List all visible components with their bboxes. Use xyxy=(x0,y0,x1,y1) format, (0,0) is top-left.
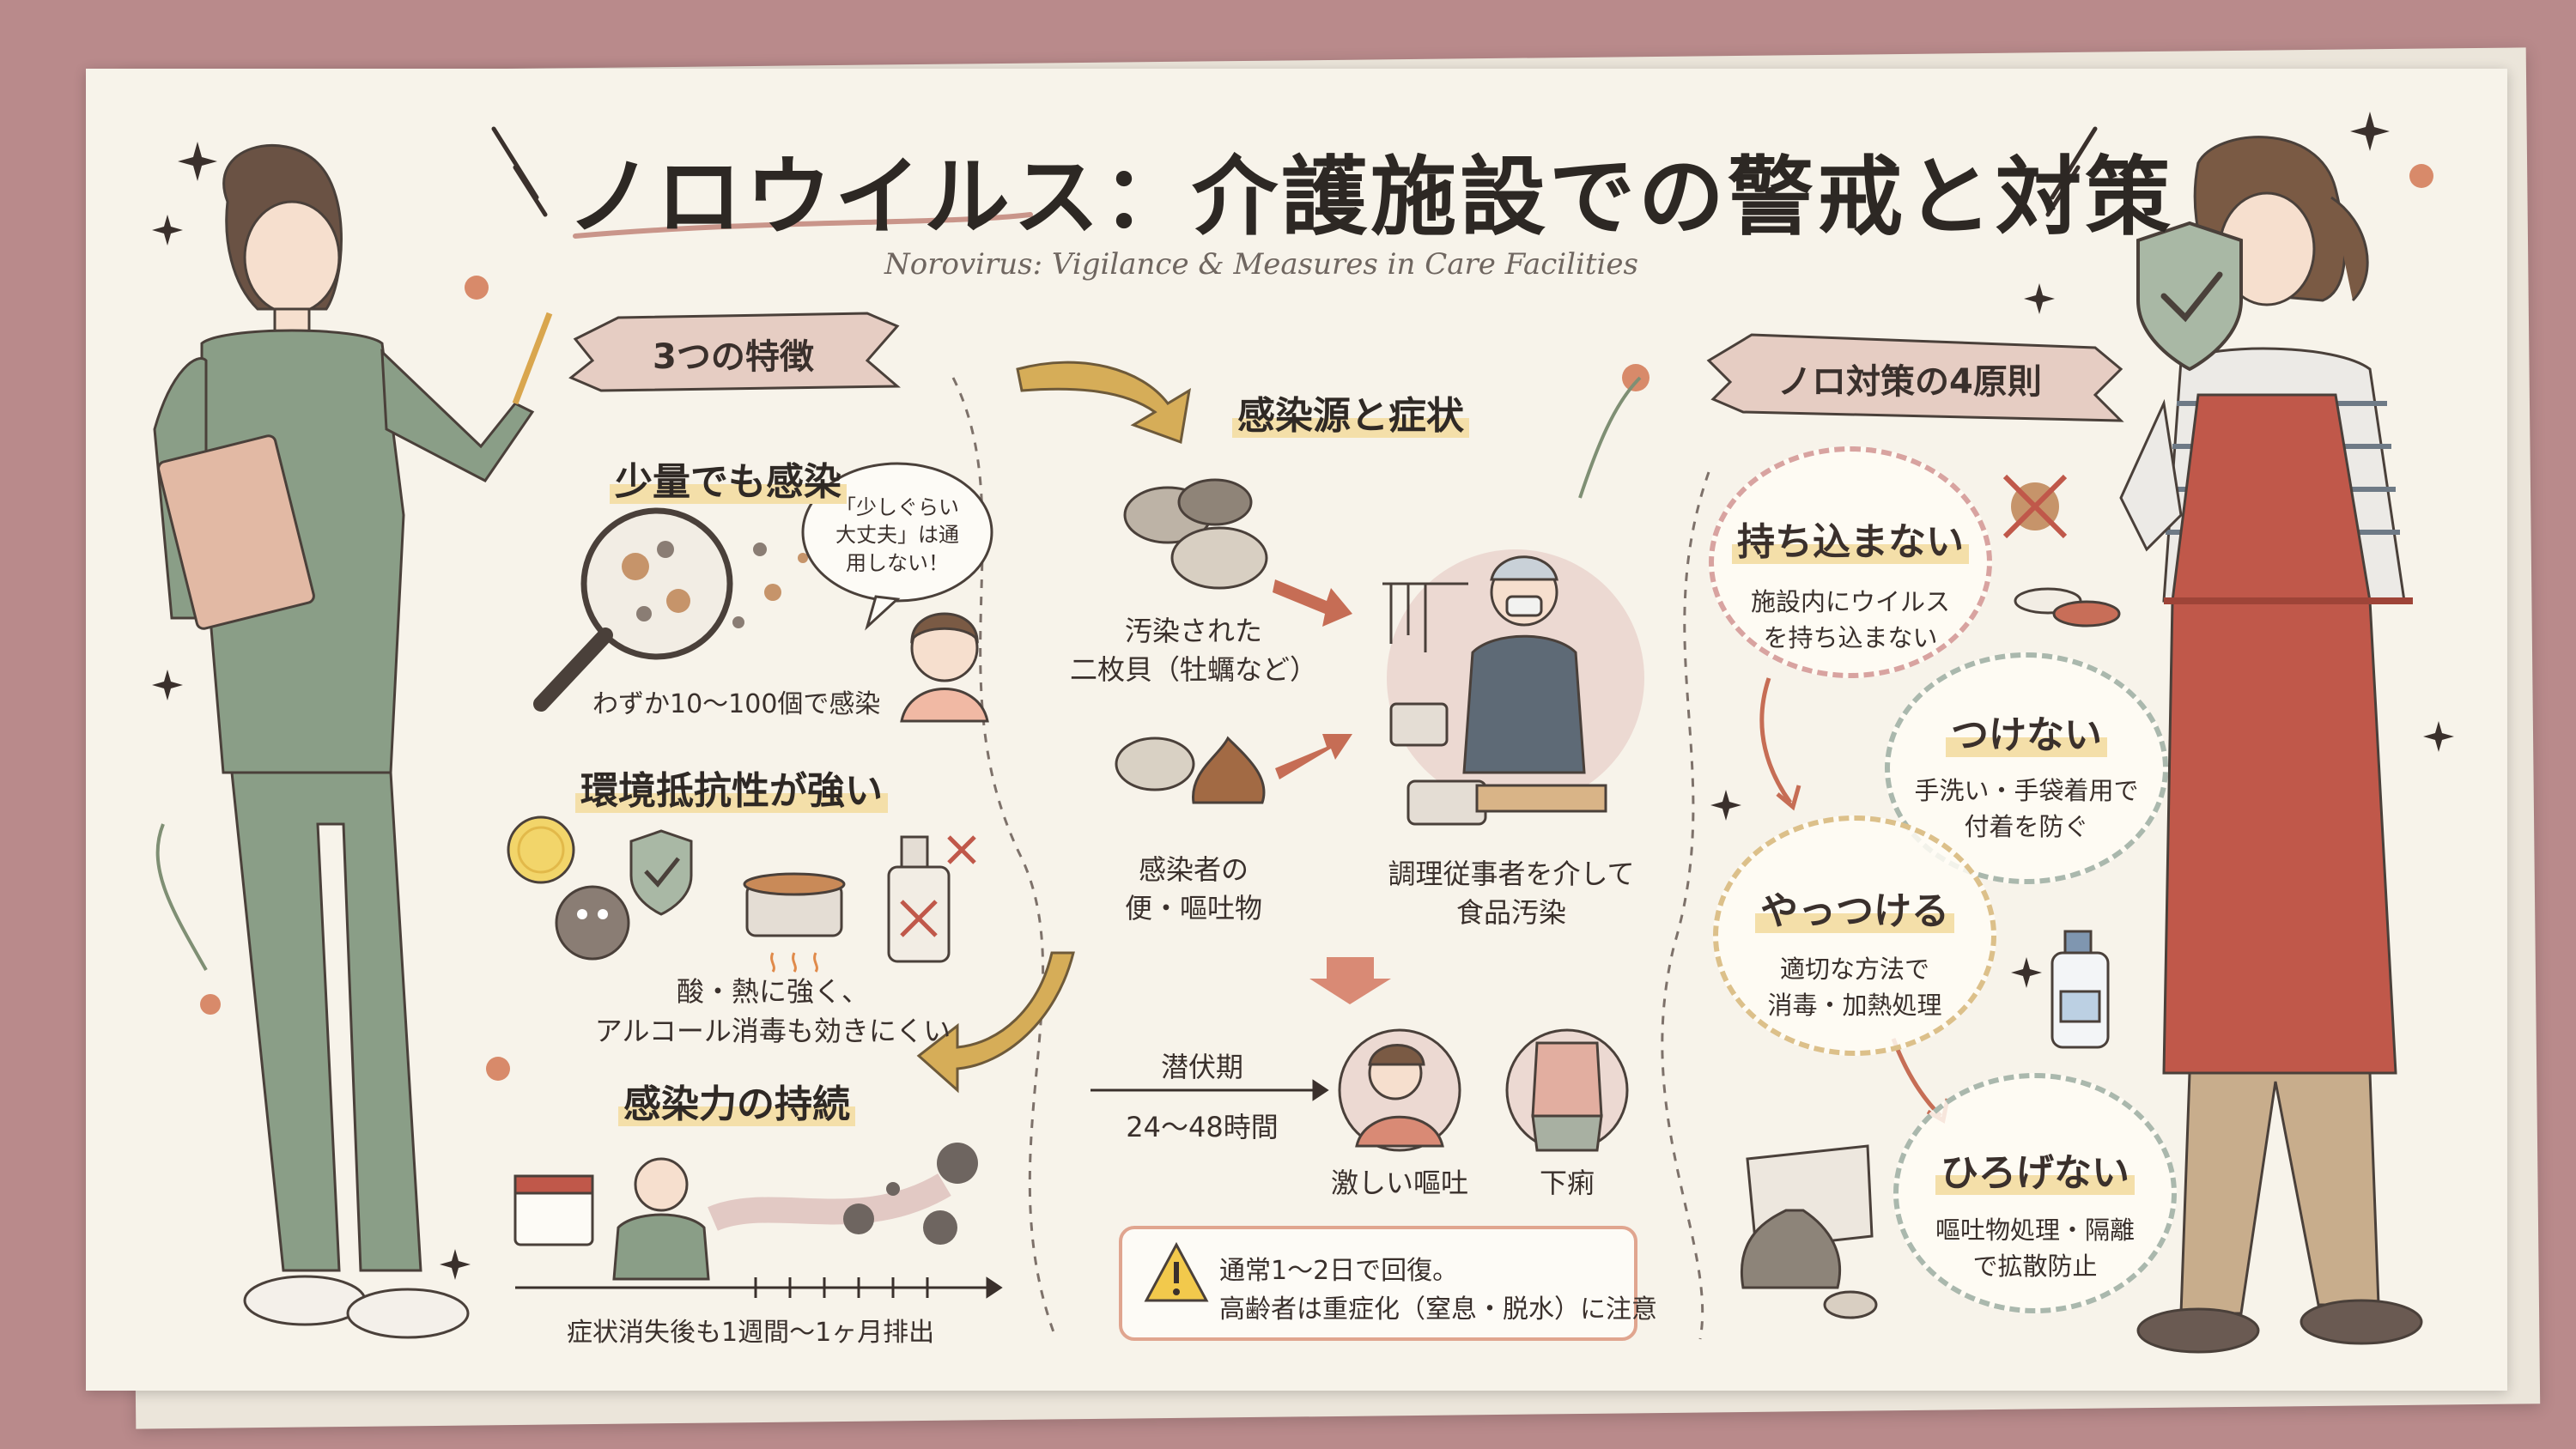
calendar-icon xyxy=(513,1174,594,1246)
incubation-label: 潜伏期 xyxy=(1160,1051,1243,1083)
source-arrows xyxy=(1273,579,1391,1004)
incubation-value: 24〜48時間 xyxy=(1126,1111,1279,1143)
principle-2-title: つけない xyxy=(1885,704,2168,759)
incubation-arrow xyxy=(1091,1079,1329,1101)
vomiting-person-icon xyxy=(1338,1028,1461,1152)
features-banner-shape xyxy=(568,312,901,392)
speech-bubble xyxy=(801,462,993,631)
trash-bag-icon xyxy=(1741,1144,1878,1319)
feces-icon xyxy=(1115,736,1266,804)
principles-banner: ノロ対策の4原則 xyxy=(1777,362,2042,402)
caregiver-illustration xyxy=(2119,136,2423,1354)
symptom-vomiting: 激しい嘔吐 xyxy=(1331,1167,1469,1199)
feces-caption-line2: 便・嘔吐物 xyxy=(1124,892,1262,925)
principle-3-circle xyxy=(1713,815,1996,1056)
feature-1-title: 少量でも感染 xyxy=(610,451,847,506)
oyster-caption-line1: 汚染された xyxy=(1124,615,1262,647)
spread-virus-icons xyxy=(843,1143,978,1245)
timeline-axis xyxy=(515,1276,1003,1299)
flow-arrows xyxy=(916,361,1192,1094)
sources-title: 感染源と症状 xyxy=(1232,385,1469,440)
cook-caption-line2: 食品汚染 xyxy=(1455,896,1566,929)
feature-3-caption: 症状消失後も1週間〜1ヶ月排出 xyxy=(567,1318,935,1348)
principle-4-line1: 嘔吐物処理・隔離 xyxy=(1935,1216,2135,1245)
shield-check-icon-large xyxy=(2136,221,2243,372)
oyster-icon xyxy=(1123,478,1268,590)
bleach-bottle-icon xyxy=(2050,930,2110,1049)
flower-icons xyxy=(200,164,2433,1081)
symptom-diarrhea: 下痢 xyxy=(1539,1167,1595,1199)
shoes-icon xyxy=(2014,587,2121,627)
principle-1-line2: を持ち込まない xyxy=(1763,623,1938,652)
virus-icon xyxy=(555,885,630,961)
leaf-decoration xyxy=(155,376,1642,971)
feature-2-caption-line2: アルコール消毒も効きにくい xyxy=(594,1015,951,1047)
page-subtitle: Norovirus: Vigilance & Measures in Care … xyxy=(884,247,1638,282)
principle-2-line1: 手洗い・手袋着用で xyxy=(1914,776,2139,805)
features-banner: 3つの特徴 xyxy=(653,337,814,377)
nurse-illustration xyxy=(153,143,553,1339)
page-title: ノロウイルス：介護施設での警戒と対策 xyxy=(567,147,2174,247)
shield-check-icon xyxy=(629,829,693,916)
no-virus-icon xyxy=(2002,474,2068,539)
diarrhea-person-icon xyxy=(1505,1028,1629,1152)
principle-4-title: ひろげない xyxy=(1893,1142,2177,1197)
principle-3-line2: 消毒・加熱処理 xyxy=(1767,991,1942,1020)
principle-3-line1: 適切な方法で xyxy=(1779,955,1929,984)
cook-illustration xyxy=(1382,549,1644,826)
feces-caption-line1: 感染者の xyxy=(1138,853,1249,886)
worried-person-icon xyxy=(900,612,989,723)
feature-1-caption: わずか10〜100個で感染 xyxy=(592,689,881,719)
warning-icon xyxy=(1144,1241,1209,1302)
pot-icon xyxy=(743,872,846,973)
oyster-caption-line2: 二枚貝（牡蠣など） xyxy=(1069,653,1317,686)
spread-trail xyxy=(708,1173,951,1232)
speech-bubble-text: 「少しぐらい大丈夫」は通用しない！ xyxy=(835,495,959,575)
warning-line1: 通常1〜2日で回復。 xyxy=(1219,1256,1459,1286)
feature-2-caption-line1: 酸・熱に強く、 xyxy=(676,975,869,1008)
title-decoration xyxy=(491,126,2098,239)
principles-banner-shape xyxy=(1706,333,2124,422)
staff-person-icon xyxy=(612,1157,710,1281)
lemon-icon xyxy=(507,815,575,884)
principle-4-line2: で拡散防止 xyxy=(1972,1252,2098,1281)
principle-1-title: 持ち込まない xyxy=(1709,511,1992,566)
principle-2-line2: 付着を防ぐ xyxy=(1964,812,2089,841)
cook-caption-line1: 調理従事者を介して xyxy=(1388,858,1635,890)
feature-2-title: 環境抵抗性が強い xyxy=(575,760,888,815)
spray-bottle-icon xyxy=(887,835,976,963)
principle-1-line1: 施設内にウイルス xyxy=(1750,587,1950,616)
principle-3-title: やっつける xyxy=(1713,880,1996,935)
feature-3-title: 感染力の持続 xyxy=(618,1073,855,1128)
warning-box xyxy=(1119,1226,1637,1341)
magnifier-virus-icon xyxy=(533,507,808,712)
warning-line2: 高齢者は重症化（窒息・脱水）に注意 xyxy=(1219,1294,1657,1325)
